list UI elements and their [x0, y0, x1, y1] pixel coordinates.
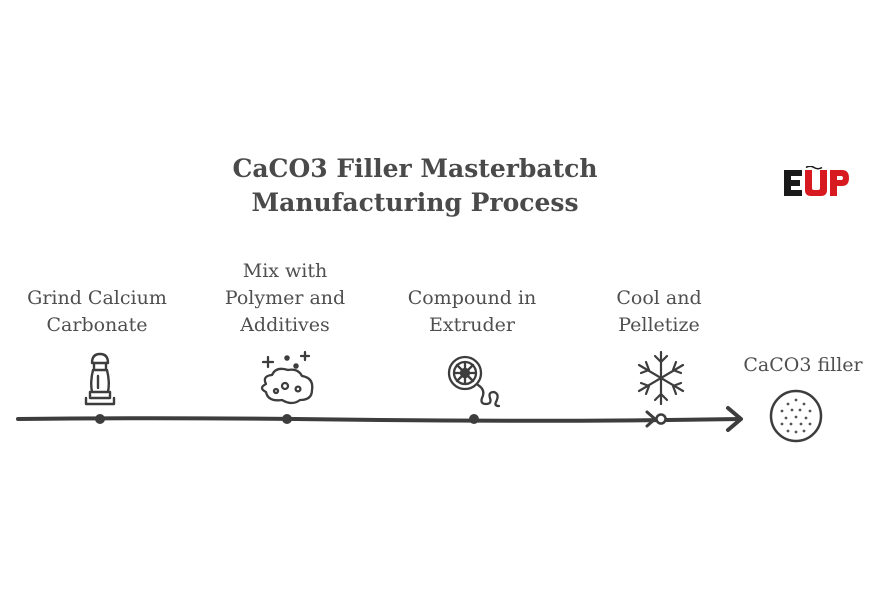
- result-label: CaCO3 filler: [743, 354, 863, 376]
- chevron-marker-icon: [645, 410, 657, 428]
- step-label-mix: Mix with Polymer and Additives: [224, 260, 346, 336]
- step-label-cool: Cool and Pelletize: [616, 287, 702, 336]
- arrow-head-icon: [726, 406, 743, 432]
- timeline-dot: [282, 414, 292, 424]
- timeline-dot: [655, 413, 667, 425]
- extruder-coil-icon: [447, 355, 501, 408]
- timeline-dot: [469, 414, 479, 424]
- timeline-line: [16, 416, 742, 423]
- snowflake-icon: [637, 350, 685, 406]
- timeline-dot: [95, 414, 105, 424]
- page-title: CaCO3 Filler Masterbatch Manufacturing P…: [165, 152, 665, 220]
- mixing-icon: [260, 350, 314, 405]
- pellet-dots: [780, 398, 812, 434]
- title-line-1: CaCO3 Filler Masterbatch: [232, 154, 598, 183]
- eup-logo: [784, 166, 849, 196]
- grinder-icon: [84, 352, 116, 406]
- step-label-compound: Compound in Extruder: [407, 287, 537, 336]
- pellet-icon: [769, 389, 823, 443]
- title-line-2: Manufacturing Process: [251, 188, 579, 217]
- step-label-grind: Grind Calcium Carbonate: [27, 287, 167, 336]
